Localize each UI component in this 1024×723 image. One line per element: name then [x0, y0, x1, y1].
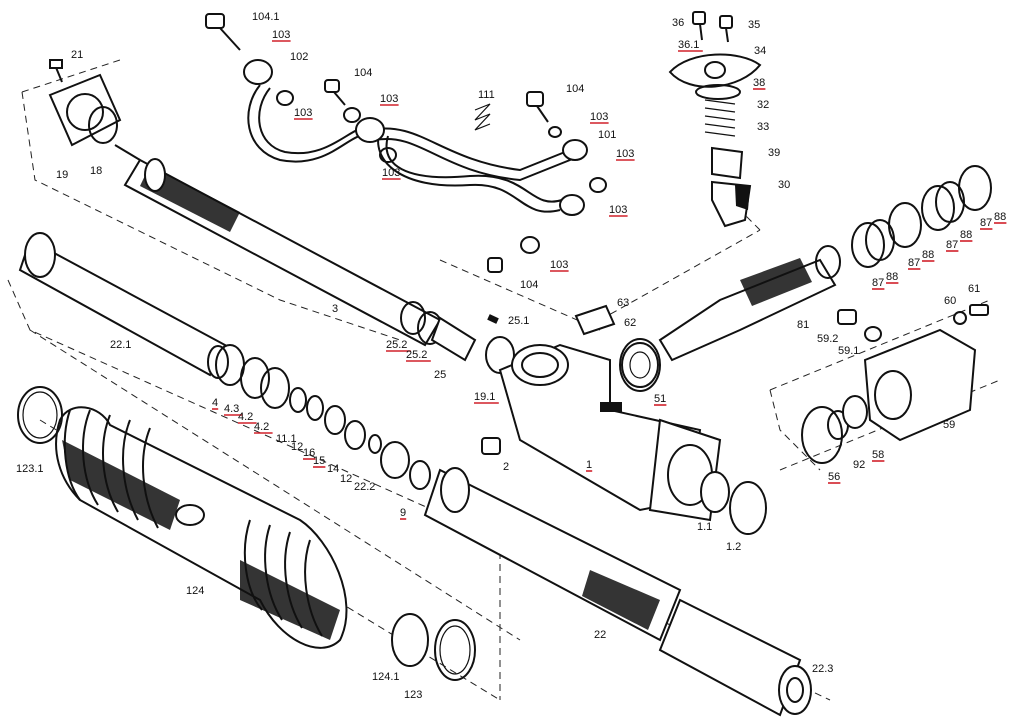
banjo-bolts-and-washers: [205, 13, 607, 273]
part-label-25-1: 25.1: [508, 315, 529, 327]
valve-assembly: [668, 11, 762, 228]
part-label-87: 87: [908, 257, 920, 269]
part-label-34: 34: [754, 45, 766, 57]
pinion-cover: [801, 304, 989, 464]
part-label-87: 87: [872, 277, 884, 289]
part-label-87: 87: [980, 217, 992, 229]
part-label-87: 87: [946, 239, 958, 251]
part-label-123: 123: [404, 689, 422, 701]
part-label-16: 16: [303, 447, 315, 459]
part-label-1-2: 1.2: [726, 541, 741, 553]
part-label-35: 35: [748, 19, 760, 31]
part-label-61: 61: [968, 283, 980, 295]
part-label-1: 1: [586, 459, 592, 471]
part-label-22-1: 22.1: [110, 339, 131, 351]
part-label-36-1: 36.1: [678, 39, 699, 51]
part-label-33: 33: [757, 121, 769, 133]
part-label-88: 88: [886, 271, 898, 283]
part-label-11-1: 11.1: [276, 433, 297, 445]
part-label-103: 103: [616, 148, 634, 160]
part-label-25: 25: [434, 369, 446, 381]
part-label-102: 102: [290, 51, 308, 63]
pinion-and-rings: [619, 165, 992, 392]
part-label-14: 14: [327, 463, 339, 475]
part-label-4-3: 4.3: [224, 403, 239, 415]
clamp-rings: [17, 386, 476, 681]
part-label-104: 104: [354, 67, 372, 79]
part-label-103: 103: [380, 93, 398, 105]
part-label-104-1: 104.1: [252, 11, 280, 23]
part-label-124: 124: [186, 585, 204, 597]
part-label-111: 111: [478, 89, 495, 101]
part-label-81: 81: [797, 319, 809, 331]
part-label-104: 104: [566, 83, 584, 95]
seal-rings-left: [215, 344, 431, 490]
outer-tube: [423, 467, 812, 717]
steering-housing: [481, 304, 767, 535]
part-label-38: 38: [753, 77, 765, 89]
part-label-25-2: 25.2: [386, 339, 407, 351]
part-label-19-1: 19.1: [474, 391, 495, 403]
part-label-18: 18: [90, 165, 102, 177]
hydraulic-pipes: [243, 59, 588, 216]
part-label-59: 59: [943, 419, 955, 431]
part-label-104: 104: [520, 279, 538, 291]
part-label-4-2: 4.2: [238, 411, 253, 423]
part-label-32: 32: [757, 99, 769, 111]
part-label-51: 51: [654, 393, 666, 405]
part-label-25-2: 25.2: [406, 349, 427, 361]
part-label-62: 62: [624, 317, 636, 329]
part-label-103: 103: [590, 111, 608, 123]
part-label-15: 15: [313, 455, 325, 467]
part-label-92: 92: [853, 459, 865, 471]
part-label-39: 39: [768, 147, 780, 159]
part-label-12: 12: [291, 441, 303, 453]
part-label-60: 60: [944, 295, 956, 307]
part-label-58: 58: [872, 449, 884, 461]
part-label-103: 103: [609, 204, 627, 216]
part-label-103: 103: [382, 167, 400, 179]
rubber-boot: [55, 406, 348, 649]
part-label-30: 30: [778, 179, 790, 191]
part-label-103: 103: [272, 29, 290, 41]
inner-tube: [18, 232, 229, 379]
part-label-124-1: 124.1: [372, 671, 400, 683]
part-label-3: 3: [332, 303, 338, 315]
part-label-21: 21: [71, 49, 83, 61]
part-label-22-3: 22.3: [812, 663, 833, 675]
end-flange: [48, 59, 122, 147]
part-label-36: 36: [672, 17, 684, 29]
part-label-22-2: 22.2: [354, 481, 375, 493]
part-label-101: 101: [598, 129, 616, 141]
part-label-22: 22: [594, 629, 606, 641]
part-label-9: 9: [400, 507, 406, 519]
part-label-103: 103: [294, 107, 312, 119]
part-label-88: 88: [960, 229, 972, 241]
part-label-2: 2: [503, 461, 509, 473]
part-label-88: 88: [994, 211, 1006, 223]
part-label-4-2: 4.2: [254, 421, 269, 433]
part-label-63: 63: [617, 297, 629, 309]
part-label-59-2: 59.2: [817, 333, 838, 345]
part-label-4: 4: [212, 397, 218, 409]
part-label-12: 12: [340, 473, 352, 485]
part-label-1-1: 1.1: [697, 521, 712, 533]
part-label-123-1: 123.1: [16, 463, 44, 475]
part-label-19: 19: [56, 169, 68, 181]
part-label-88: 88: [922, 249, 934, 261]
steering-rack: [114, 144, 515, 374]
part-label-103: 103: [550, 259, 568, 271]
part-label-59-1: 59.1: [838, 345, 859, 357]
part-label-56: 56: [828, 471, 840, 483]
